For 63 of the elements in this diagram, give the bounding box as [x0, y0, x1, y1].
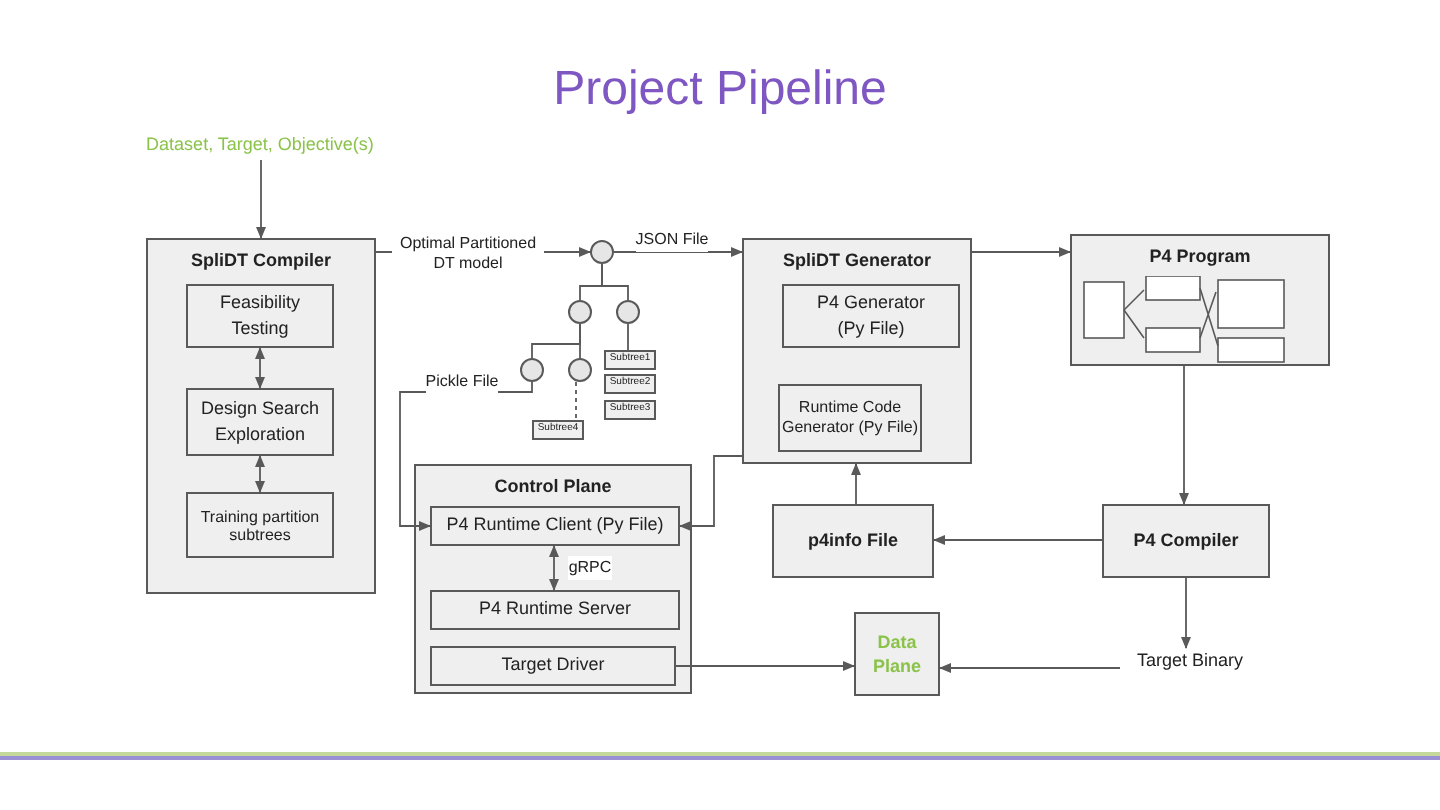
connector-line	[579, 323, 581, 359]
subtree-box	[604, 374, 656, 394]
subtree-box	[532, 420, 584, 440]
arrow	[549, 545, 559, 591]
tree-node	[568, 358, 592, 382]
process-box	[430, 646, 676, 686]
arrow	[679, 455, 743, 531]
title: Project Pipeline	[553, 60, 887, 120]
box-label: Target Driver	[501, 652, 605, 679]
program-panel	[1070, 234, 1330, 366]
edge-label: JSON File	[635, 228, 709, 252]
box-label: P4 Compiler	[1133, 527, 1239, 554]
box-label: P4 Runtime Server	[478, 596, 632, 623]
edge-label: gRPC	[568, 555, 612, 579]
arrow	[1179, 365, 1189, 505]
output-text: Target Binary	[1136, 648, 1244, 675]
box-label: P4 Generator (Py File)	[814, 289, 928, 342]
box-label: p4info File	[808, 527, 898, 554]
generator-panel	[742, 238, 972, 464]
panel-heading: SpliDT Generator	[782, 248, 931, 274]
panel-heading: Control Plane	[494, 474, 612, 500]
edge-label: Pickle File	[425, 370, 499, 394]
tree-node	[568, 300, 592, 324]
box-label: Data Plane	[870, 630, 923, 678]
subtree-box	[604, 350, 656, 370]
process-box	[186, 284, 334, 348]
connector-line	[575, 381, 577, 421]
compiler-panel	[146, 238, 376, 594]
arrow	[613, 247, 743, 257]
box-label: Runtime Code Generator (Py File)	[780, 398, 920, 438]
panel-heading: P4 Program	[1149, 244, 1251, 270]
edge-label: Optimal Partitioned DT model	[392, 234, 544, 274]
process-box	[1102, 504, 1270, 578]
control-plane-panel	[414, 464, 692, 694]
box-label: Design Search Exploration	[198, 395, 322, 448]
arrow	[851, 463, 861, 505]
connector-line	[601, 263, 629, 301]
panel-heading: SpliDT Compiler	[190, 248, 331, 274]
tree-node	[616, 300, 640, 324]
process-box	[782, 284, 960, 348]
process-box	[778, 384, 922, 452]
box-label: Feasibility Testing	[217, 289, 302, 342]
process-box	[430, 590, 680, 630]
arrow	[675, 661, 855, 671]
arrow	[939, 663, 1121, 673]
tree-node	[520, 358, 544, 382]
subtree-box	[604, 400, 656, 420]
process-box	[854, 612, 940, 696]
arrow	[255, 347, 265, 389]
tree-node	[590, 240, 614, 264]
process-box	[772, 504, 934, 578]
process-box	[186, 388, 334, 456]
box-label: P4 Runtime Client (Py File)	[446, 512, 664, 539]
process-box	[186, 492, 334, 558]
arrow	[256, 159, 266, 239]
arrow	[255, 455, 265, 493]
connector-line	[627, 323, 629, 351]
input-text: Dataset, Target, Objective(s)	[146, 132, 374, 159]
arrow	[1181, 577, 1191, 649]
box-label: Training partition subtrees	[198, 507, 322, 543]
process-box	[430, 506, 680, 546]
arrow	[933, 535, 1103, 545]
arrow	[971, 247, 1071, 257]
